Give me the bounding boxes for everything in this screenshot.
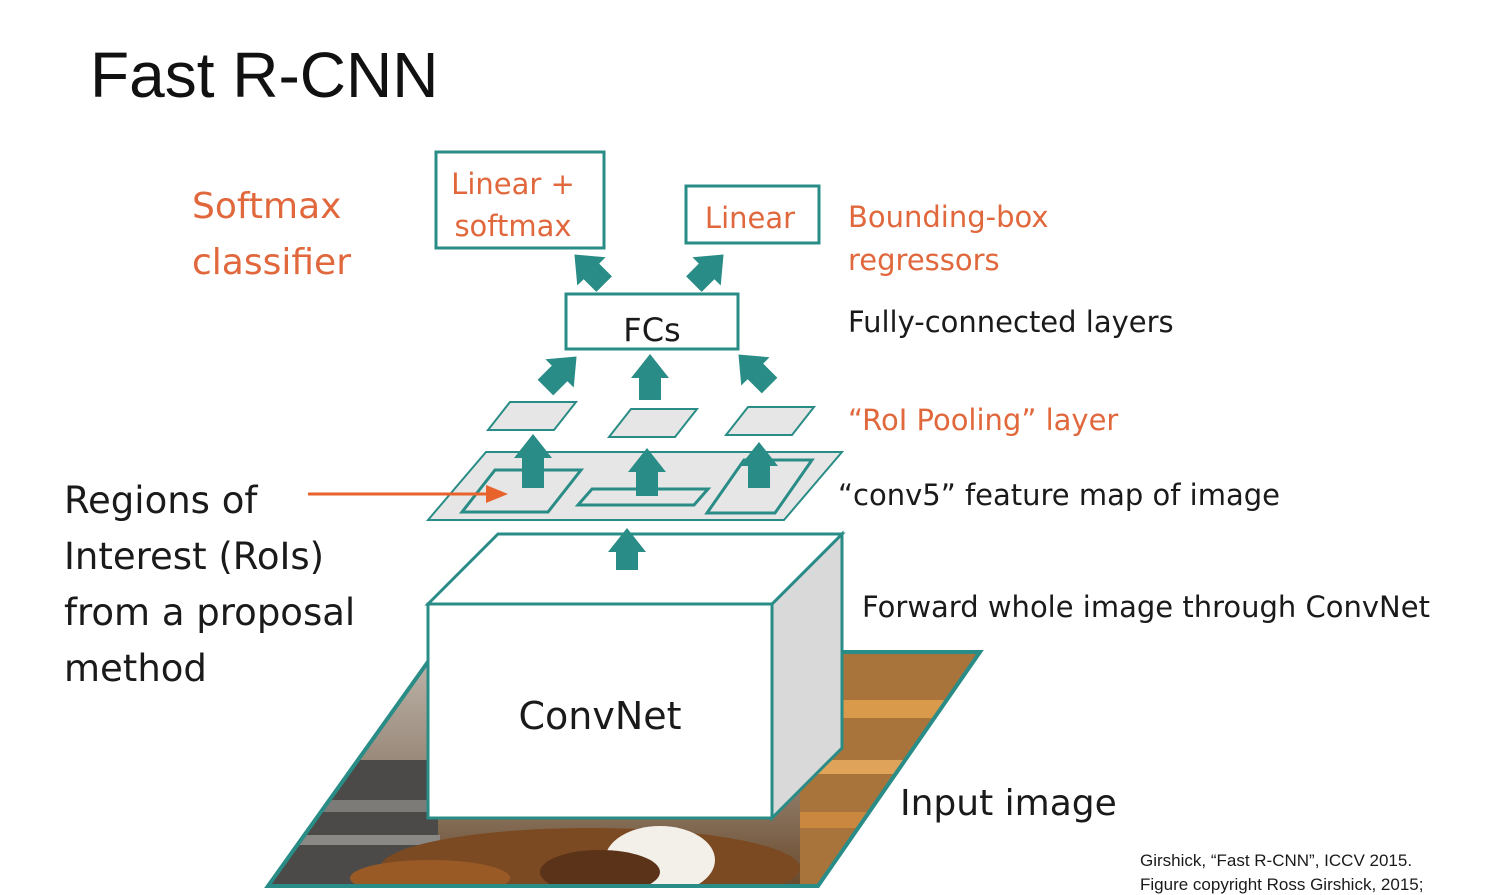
slide-title: Fast R-CNN: [90, 39, 438, 111]
roi-pool-output-3: [723, 406, 817, 436]
pool-to-fc-arrow-1: [537, 356, 577, 396]
fc-box: FCs: [564, 292, 740, 351]
convnet-box: ConvNet: [424, 530, 846, 822]
convnet-to-feature-arrow: [608, 528, 646, 570]
pool-to-fc-arrow-2: [631, 354, 669, 400]
citation-line-1: Girshick, “Fast R-CNN”, ICCV 2015.: [1140, 851, 1412, 870]
convnet-label: ConvNet: [518, 694, 681, 738]
input-image-label: Input image: [900, 783, 1117, 824]
roi-box-2: [574, 487, 712, 507]
rois-label-line-2: Interest (RoIs): [64, 535, 324, 578]
fc-to-regressor-arrow: [686, 254, 724, 292]
classifier-box: Linear + softmax: [434, 150, 606, 250]
convnet-description-label: Forward whole image through ConvNet: [862, 590, 1430, 624]
roi-to-pool-arrow-1: [514, 434, 552, 488]
rois-label-line-3: from a proposal: [64, 591, 355, 634]
roi-box-1: [458, 468, 585, 514]
softmax-classifier-line-2: classifier: [192, 242, 351, 283]
pool-to-fc-arrow-3: [738, 354, 778, 394]
fc-to-classifier-arrow: [574, 254, 612, 292]
classifier-box-line-1: Linear +: [451, 167, 575, 201]
regressor-box-label: Linear: [705, 201, 795, 235]
regressor-box: Linear: [684, 184, 821, 245]
feature-map-plane: [425, 451, 845, 521]
softmax-classifier-line-1: Softmax: [192, 186, 341, 227]
citation-line-2: Figure copyright Ross Girshick, 2015;: [1140, 875, 1423, 894]
roi-to-pool-arrow-2: [628, 448, 666, 496]
classifier-box-line-2: softmax: [454, 209, 571, 243]
fc-box-label: FCs: [623, 311, 680, 349]
feature-map-label: “conv5” feature map of image: [838, 478, 1280, 512]
rois-pointer-arrow: [308, 485, 508, 503]
bbox-regressors-line-2: regressors: [848, 243, 1000, 277]
roi-pooling-label: “RoI Pooling” layer: [848, 403, 1118, 437]
roi-to-pool-arrow-3: [740, 442, 778, 488]
rois-label-line-4: method: [64, 647, 207, 690]
roi-pool-output-1: [485, 401, 579, 431]
roi-pool-output-2: [606, 408, 700, 438]
fc-layers-label: Fully-connected layers: [848, 305, 1174, 339]
bbox-regressors-line-1: Bounding-box: [848, 200, 1049, 234]
rois-label-line-1: Regions of: [64, 479, 258, 522]
